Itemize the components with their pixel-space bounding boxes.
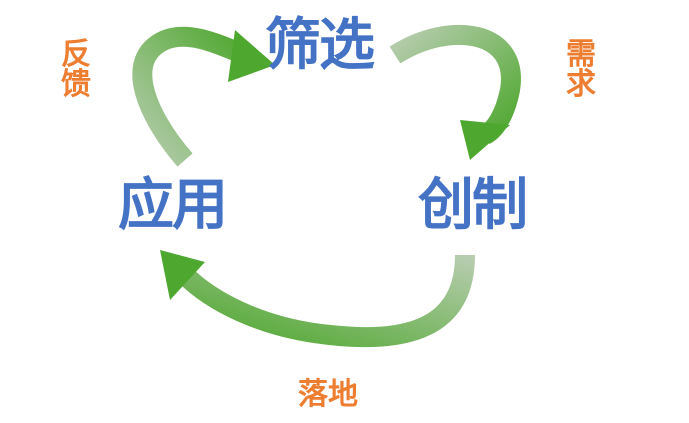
node-application: 应用	[118, 173, 228, 238]
label-demand: 需求	[566, 37, 596, 102]
label-landing: 落地	[298, 377, 358, 412]
node-screening: 筛选	[265, 13, 375, 78]
arrow-demand	[389, 24, 521, 160]
label-feedback: 反馈	[61, 37, 91, 102]
node-creation: 创制	[418, 173, 528, 238]
arrow-landing	[160, 250, 475, 348]
arrow-feedback	[132, 26, 275, 167]
